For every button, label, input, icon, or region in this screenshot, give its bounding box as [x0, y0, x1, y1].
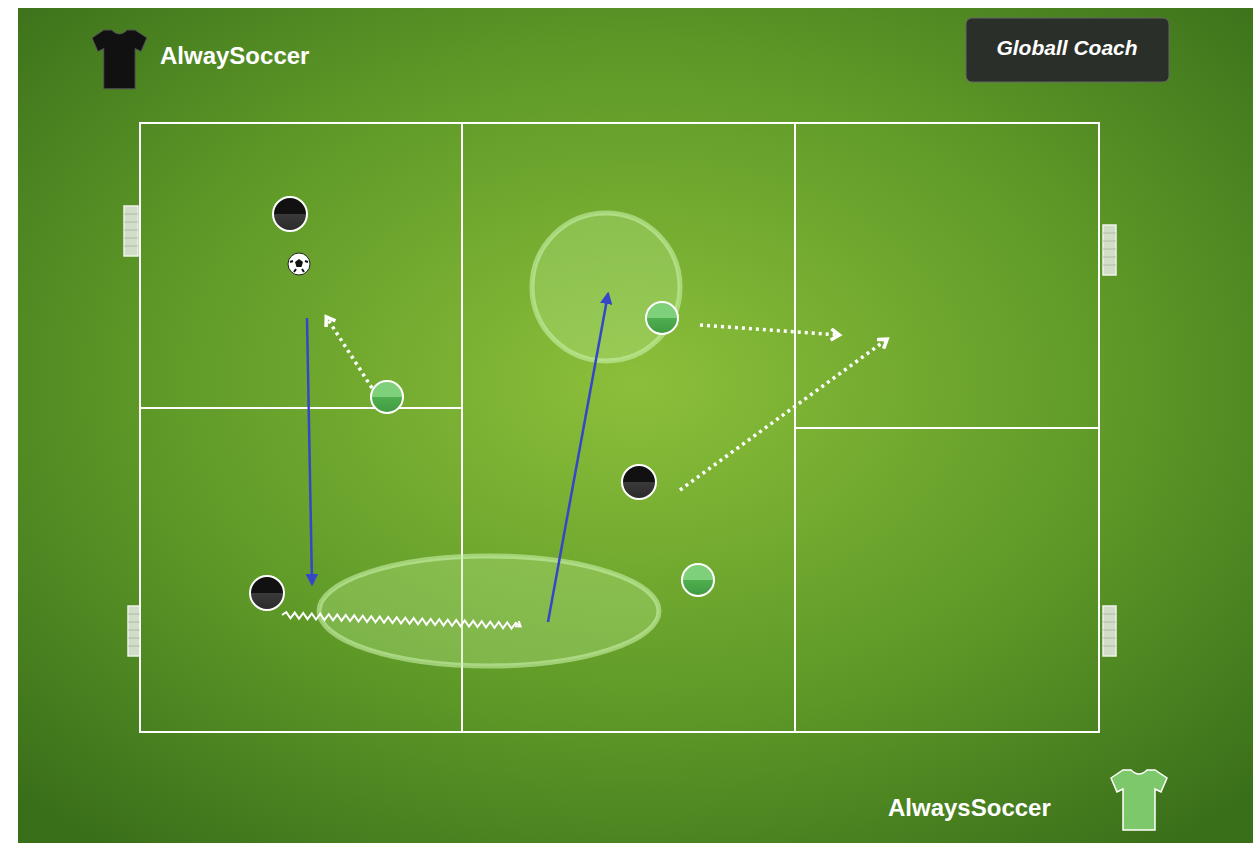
brand-label: AlwaysSoccer [888, 794, 1051, 822]
logo-text: Globall Coach [996, 36, 1137, 60]
brand-label: AlwaySoccer [160, 42, 309, 70]
